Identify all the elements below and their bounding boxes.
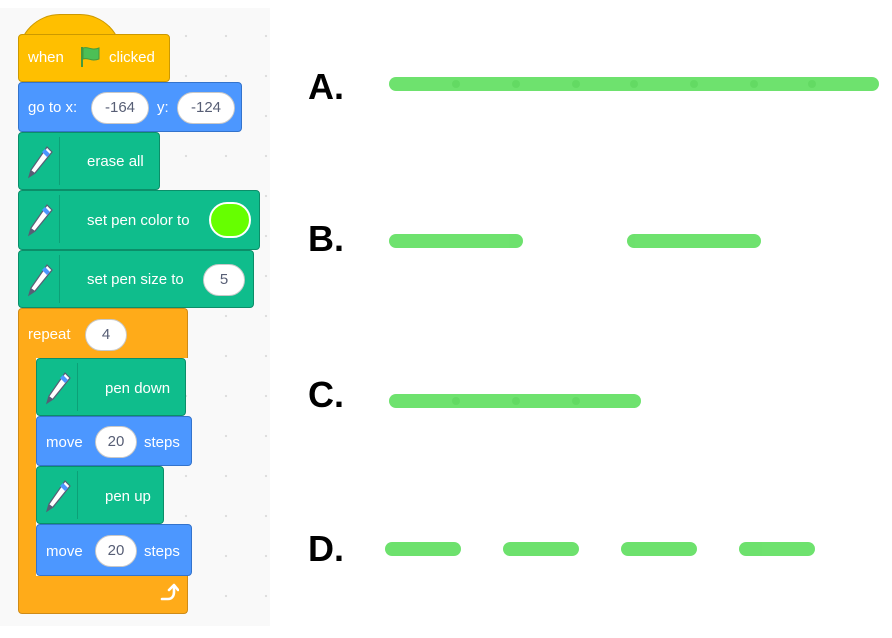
- steps-label: steps: [144, 543, 180, 560]
- move-steps-block[interactable]: move 20 steps: [36, 416, 192, 466]
- option-c-letter: C.: [308, 374, 344, 415]
- move-steps-input[interactable]: 20: [95, 426, 137, 458]
- set-pen-color-block[interactable]: set pen color to: [18, 190, 260, 250]
- steps-label: steps: [144, 434, 180, 451]
- repeat-count-input[interactable]: 4: [85, 319, 127, 351]
- set-pen-size-label: set pen size to: [87, 271, 184, 288]
- y-input[interactable]: -124: [177, 92, 235, 124]
- repeat-block[interactable]: repeat 4: [18, 308, 188, 358]
- move-label: move: [46, 543, 83, 560]
- repeat-block-footer: [18, 576, 188, 614]
- set-pen-color-label: set pen color to: [87, 212, 190, 229]
- clicked-label: clicked: [109, 49, 155, 66]
- pen-size-input[interactable]: 5: [203, 264, 245, 296]
- pen-up-label: pen up: [105, 488, 151, 505]
- erase-all-block[interactable]: erase all: [18, 132, 160, 190]
- pen-down-label: pen down: [105, 380, 171, 397]
- pen-extension-icon: [19, 195, 60, 243]
- when-label: when: [28, 49, 64, 66]
- option-b-letter: B.: [308, 218, 344, 259]
- set-pen-size-block[interactable]: set pen size to 5: [18, 250, 254, 308]
- pen-up-block[interactable]: pen up: [36, 466, 164, 524]
- green-flag-icon: [79, 45, 103, 74]
- go-to-xy-block[interactable]: go to x: -164 y: -124: [18, 82, 242, 132]
- option-d-letter: D.: [308, 528, 344, 569]
- pen-down-block[interactable]: pen down: [36, 358, 186, 416]
- pen-extension-icon: [19, 255, 60, 303]
- repeat-label: repeat: [28, 326, 71, 343]
- erase-all-label: erase all: [87, 153, 144, 170]
- pen-extension-icon: [37, 471, 78, 519]
- go-to-x-label: go to x:: [28, 99, 78, 116]
- pen-color-swatch[interactable]: [209, 202, 251, 238]
- y-label: y:: [157, 99, 169, 116]
- repeat-arm: [18, 356, 36, 578]
- loop-arrow-icon: [157, 582, 180, 609]
- option-a-letter: A.: [308, 66, 344, 107]
- pen-extension-icon: [37, 363, 78, 411]
- x-input[interactable]: -164: [91, 92, 149, 124]
- pen-extension-icon: [19, 137, 60, 185]
- when-flag-clicked-block[interactable]: when clicked: [18, 34, 170, 82]
- move-label: move: [46, 434, 83, 451]
- move-steps-input[interactable]: 20: [95, 535, 137, 567]
- move-steps-block[interactable]: move 20 steps: [36, 524, 192, 576]
